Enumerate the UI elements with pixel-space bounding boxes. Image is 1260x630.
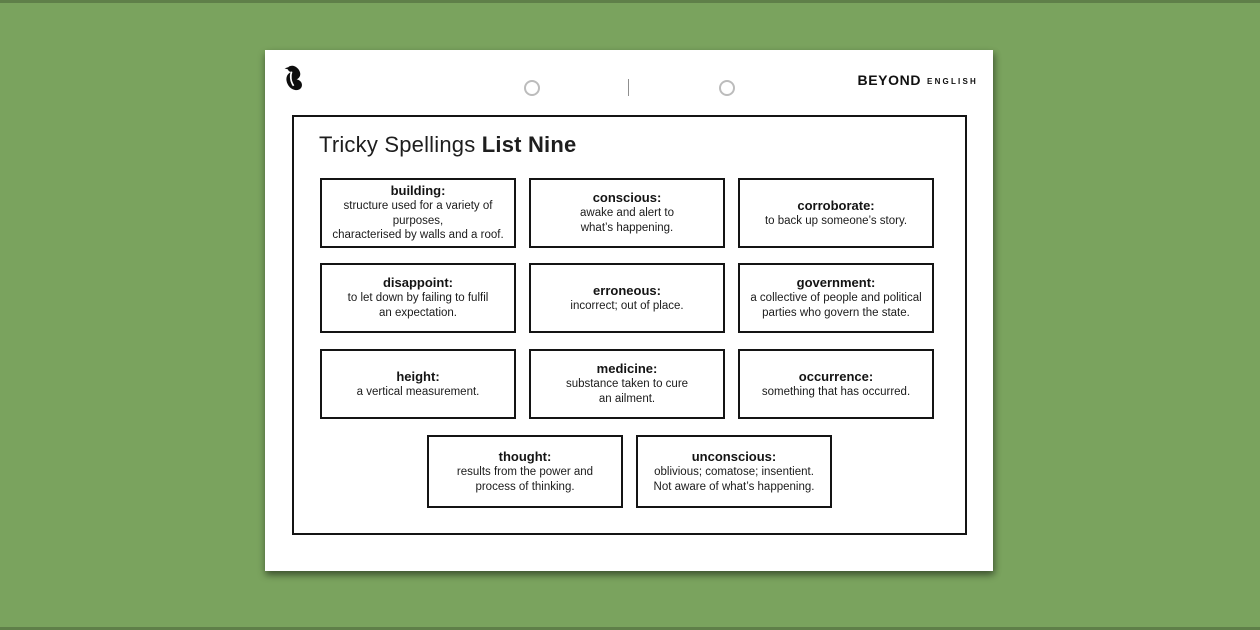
brand-name: BEYOND [857,72,922,88]
card-term: building: [390,182,446,198]
card-definition: oblivious; comatose; insentient. Not awa… [653,465,815,493]
word-card-corroborate: corroborate: to back up someone’s story. [738,178,934,248]
card-definition: results from the power and process of th… [456,465,594,493]
hole-guide-left-icon [524,80,540,96]
card-term: erroneous: [593,282,661,298]
word-card-thought: thought: results from the power and proc… [427,435,623,508]
word-card-occurrence: occurrence: something that has occurred. [738,349,934,419]
card-definition: a vertical measurement. [356,385,480,398]
beyond-bird-b-logo-icon [284,65,302,91]
brand-wordmark: BEYOND ENGLISH [858,72,978,90]
card-definition: structure used for a variety of purposes… [332,199,504,242]
card-definition: substance taken to cure an ailment. [565,378,689,405]
brand-suffix: ENGLISH [927,77,978,86]
card-term: conscious: [592,190,662,206]
card-row-2: disappoint: to let down by failing to fu… [320,263,939,333]
page-title: Tricky Spellings List Nine [319,132,576,158]
content-frame: Tricky Spellings List Nine building: str… [292,115,967,535]
card-row-1: building: structure used for a variety o… [320,178,939,248]
card-term: government: [796,275,876,291]
card-term: disappoint: [382,275,454,291]
card-definition: incorrect; out of place. [570,299,684,312]
card-row-3: height: a vertical measurement. medicine… [320,349,939,419]
word-card-erroneous: erroneous: incorrect; out of place. [529,263,725,333]
word-card-medicine: medicine: substance taken to cure an ail… [529,349,725,419]
card-row-4: thought: results from the power and proc… [320,435,939,508]
card-definition: to let down by failing to fulfil an expe… [347,292,489,319]
card-term: thought: [498,448,552,464]
center-tick-icon [628,79,629,96]
card-definition: awake and alert to what’s happening. [580,207,674,234]
word-card-government: government: a collective of people and p… [738,263,934,333]
word-card-conscious: conscious: awake and alert to what’s hap… [529,178,725,248]
word-card-building: building: structure used for a variety o… [320,178,516,248]
word-card-disappoint: disappoint: to let down by failing to fu… [320,263,516,333]
card-term: unconscious: [691,448,777,464]
hole-guide-right-icon [719,80,735,96]
card-term: medicine: [596,361,658,377]
card-definition: a collective of people and political par… [750,292,922,319]
card-term: occurrence: [798,368,874,384]
word-card-height: height: a vertical measurement. [320,349,516,419]
page-title-regular: Tricky Spellings [319,132,482,157]
page-title-bold: List Nine [481,132,577,157]
card-term: corroborate: [797,197,875,213]
card-definition: something that has occurred. [761,385,911,398]
worksheet-page: BEYOND ENGLISH Tricky Spellings List Nine… [265,50,993,571]
word-card-unconscious: unconscious: oblivious; comatose; insent… [636,435,832,508]
card-definition: to back up someone’s story. [764,214,908,227]
card-term: height: [396,368,440,384]
